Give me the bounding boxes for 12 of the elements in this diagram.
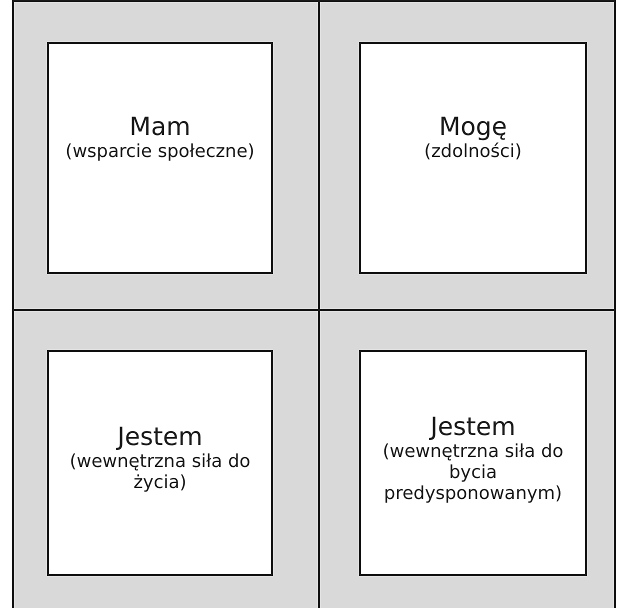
text-box — [47, 42, 273, 274]
text-box — [47, 350, 273, 576]
description-text: (wsparcie społeczne) — [65, 140, 255, 162]
text-box — [359, 42, 587, 274]
description-text: (wewnętrzna siła do bycia predysponowanym) — [382, 440, 564, 504]
description-text: (wewnętrzna siła do życia) — [68, 451, 252, 493]
heading-text: Mogę — [438, 112, 508, 140]
heading-text: Mam — [129, 112, 191, 140]
text-box — [359, 350, 587, 576]
heading-text: Jestem — [117, 423, 203, 451]
description-text: (zdolności) — [424, 140, 522, 162]
heading-text: Jestem — [430, 412, 516, 440]
